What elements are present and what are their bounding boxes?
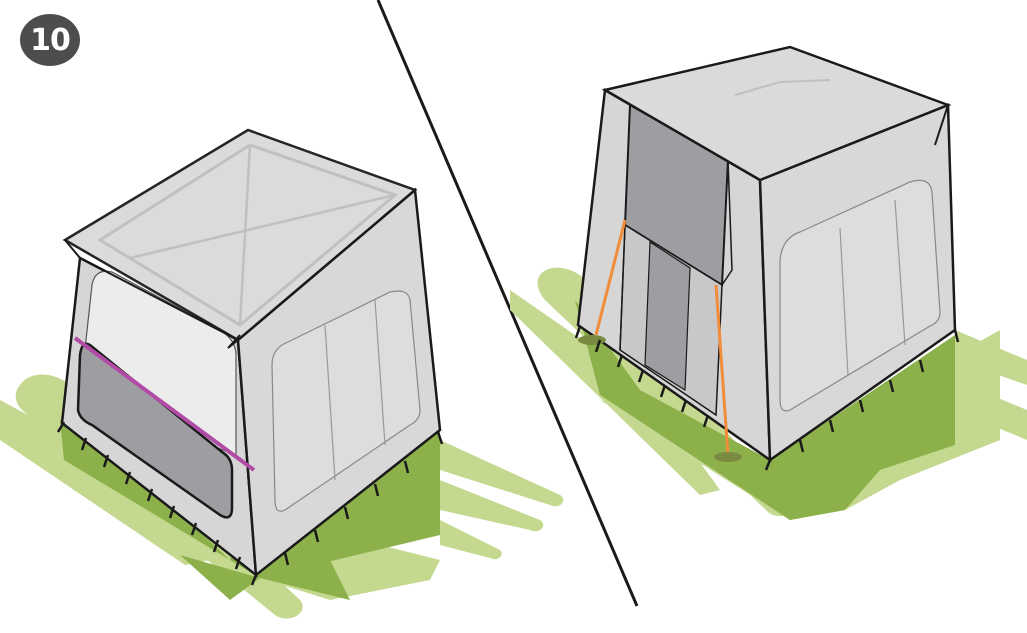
- left-panel: [0, 130, 563, 619]
- right-panel: [510, 47, 1027, 520]
